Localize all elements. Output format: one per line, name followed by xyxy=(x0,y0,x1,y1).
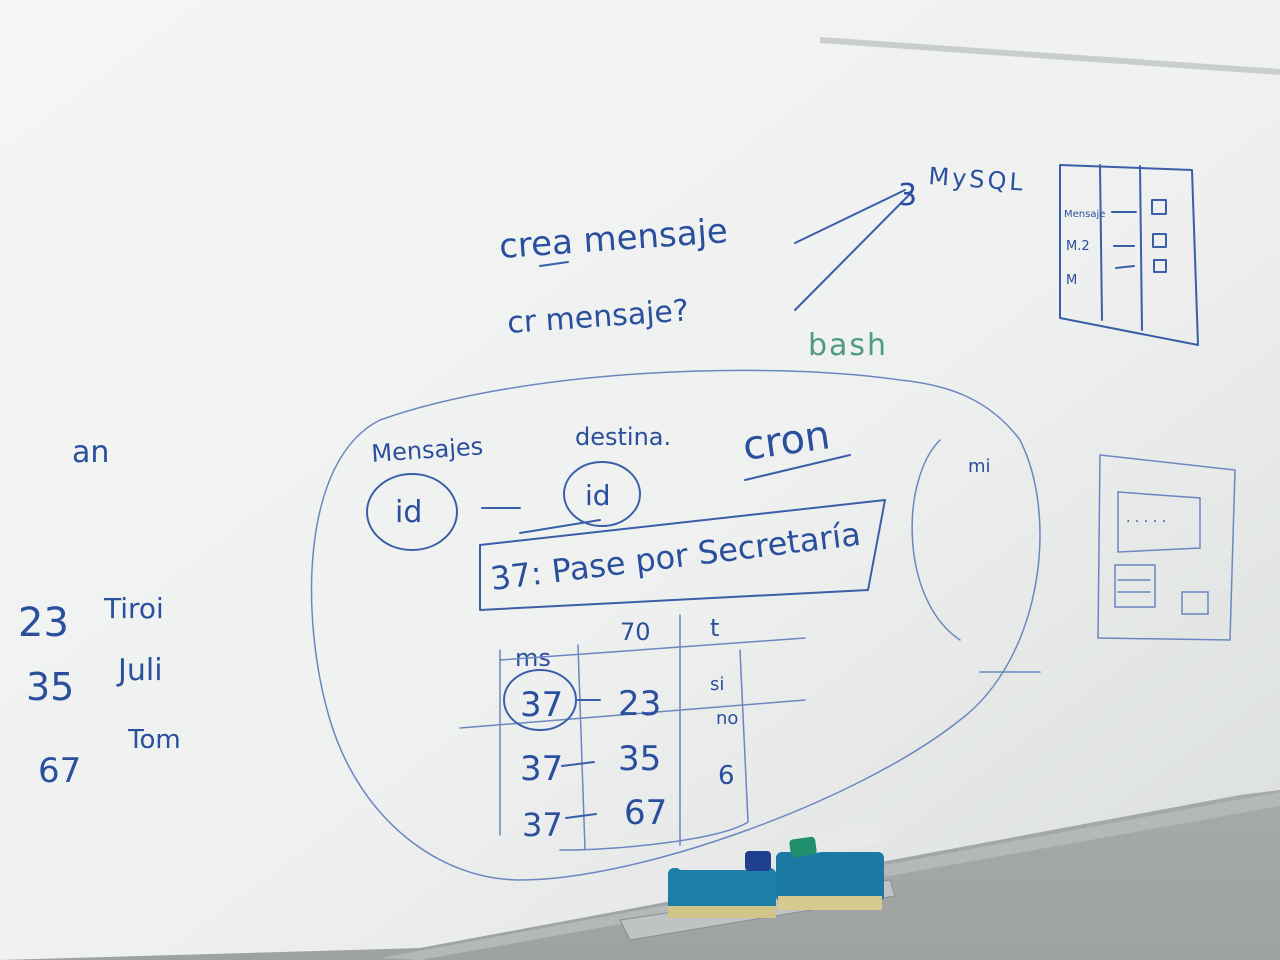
heading-destina: destina. xyxy=(575,423,671,451)
board-frame-top xyxy=(819,37,1280,75)
underline-rea xyxy=(539,261,569,267)
id-circle-1 xyxy=(366,473,458,551)
db-row-2: M.2 xyxy=(1066,239,1090,254)
mini-letters: mi xyxy=(968,456,991,477)
id-underline xyxy=(519,519,601,534)
window-sketch: · · · · · xyxy=(1097,454,1236,641)
id-label-1: id xyxy=(395,495,422,530)
person-2-name: Juli xyxy=(116,653,163,688)
eraser-right[interactable] xyxy=(776,852,884,910)
db-row-1: Mensaje xyxy=(1064,209,1105,220)
row-3-b: 67 xyxy=(624,793,667,833)
window-checkbox-icon xyxy=(1181,591,1209,615)
person-3-id: 67 xyxy=(38,751,81,791)
id-label-2: id xyxy=(585,479,611,512)
row-1-b: 23 xyxy=(618,684,661,724)
id-circle-2 xyxy=(563,461,641,527)
checkbox-2-icon xyxy=(1152,233,1167,248)
row-1-a: 37 xyxy=(520,685,563,725)
person-1-name: Tiroi xyxy=(103,592,164,625)
relation-table: ms 70 t 37 23 si 37 35 no 37 67 6 xyxy=(459,614,806,851)
arrow-line-1 xyxy=(794,189,906,244)
table-header-3: t xyxy=(710,614,719,642)
eraser-left[interactable] xyxy=(668,868,776,918)
table-header-2: 70 xyxy=(620,618,651,646)
cron-underline xyxy=(744,454,851,481)
row-2-b: 35 xyxy=(618,739,661,779)
window-dots: · · · · · xyxy=(1126,514,1166,530)
mysql-label: MySQL xyxy=(928,162,1027,197)
inner-curve xyxy=(911,439,961,641)
message-box xyxy=(479,499,886,611)
arrow-line-2 xyxy=(794,191,913,311)
row-1-c: si xyxy=(710,674,724,695)
row-3-a: 37 xyxy=(522,806,563,844)
checkbox-3-icon xyxy=(1153,259,1167,273)
row-2-a: 37 xyxy=(520,749,563,789)
db-row-3: M xyxy=(1066,273,1077,288)
checkbox-1-icon xyxy=(1151,199,1167,215)
marker-green[interactable] xyxy=(789,824,881,858)
bash-label: bash xyxy=(808,328,888,363)
enclosing-loop xyxy=(310,369,1041,881)
person-2-id: 35 xyxy=(26,665,74,709)
highlight-circle-37 xyxy=(503,669,577,731)
row-2-c: no xyxy=(716,708,738,729)
arrow-head: 3 xyxy=(898,178,917,213)
row-3-c: 6 xyxy=(718,761,735,791)
person-1-id: 23 xyxy=(18,600,69,646)
person-3-name: Tom xyxy=(127,725,181,755)
marker-blue[interactable] xyxy=(676,851,771,871)
mysql-table-sketch: Mensaje M.2 M xyxy=(1059,164,1199,346)
left-scribble: an xyxy=(72,435,109,470)
